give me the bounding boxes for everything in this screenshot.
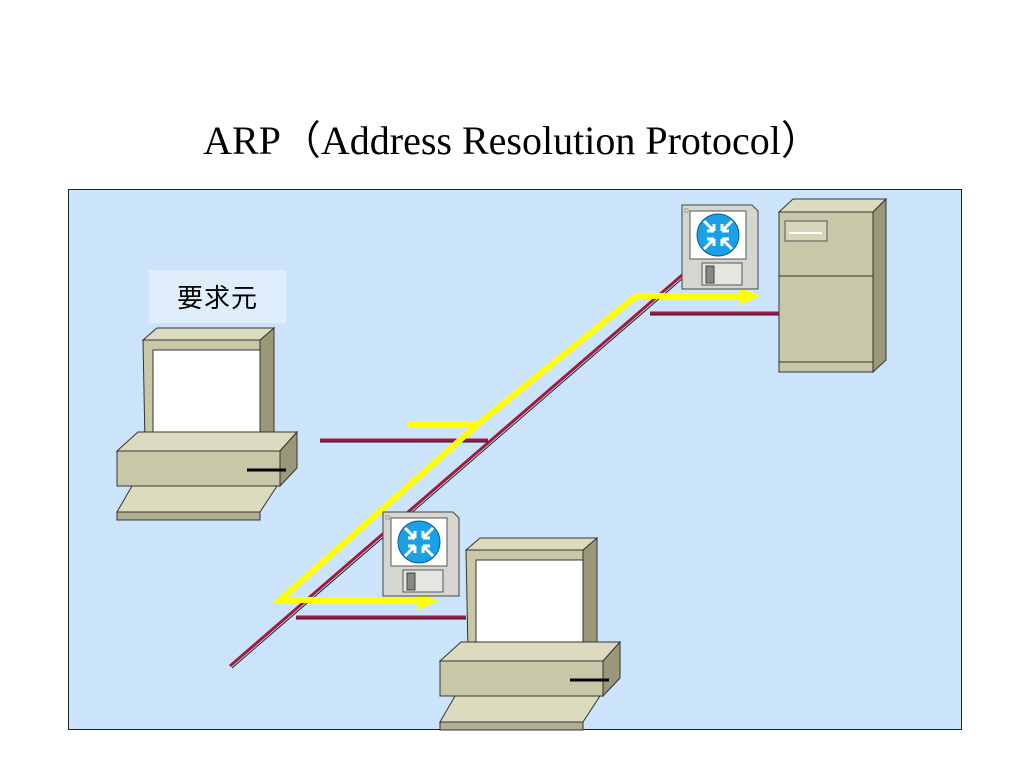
backbone-cable bbox=[229, 268, 689, 668]
arp-broadcast-path-upper bbox=[476, 293, 742, 427]
requester-label: 要求元 bbox=[149, 270, 286, 323]
arp-arrowhead-upper bbox=[740, 287, 760, 305]
requester-computer-icon bbox=[115, 326, 299, 522]
router-icon-bottom bbox=[381, 510, 461, 598]
backbone-cable-shadow bbox=[231, 271, 691, 669]
arp-broadcast-path bbox=[272, 421, 486, 603]
server-tower-icon bbox=[777, 197, 888, 374]
router-icon-top bbox=[680, 203, 760, 291]
slide-title: ARP（Address Resolution Protocol） bbox=[203, 118, 821, 163]
target-computer-icon bbox=[438, 536, 622, 732]
